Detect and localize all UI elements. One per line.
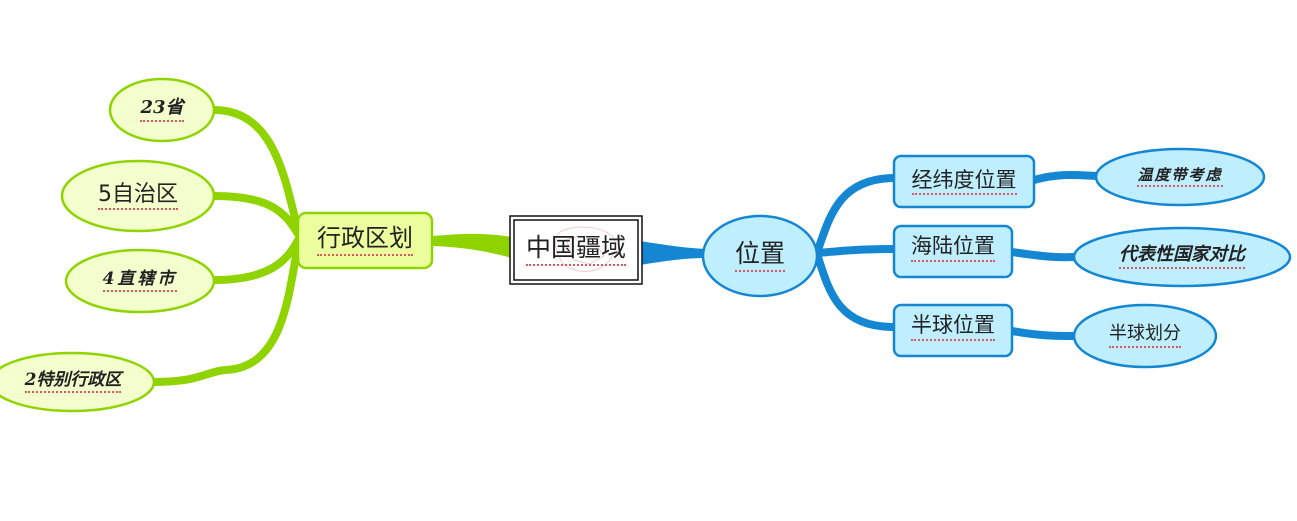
- position-sub-1-label: 经纬度位置: [894, 156, 1034, 207]
- admin-leaf-3-label: 4直辖市: [66, 250, 214, 312]
- admin-leaf-2-label: 5自治区: [62, 161, 214, 231]
- admin-branch-label: 行政区划: [298, 213, 432, 268]
- connector-position-to-sub-1: [814, 174, 899, 254]
- position-sub-2-shape[interactable]: [892, 224, 1014, 279]
- connector-admin-to-leaf-2: [210, 192, 302, 238]
- connector-central-to-admin: [432, 233, 512, 258]
- connector-sub-1-to-leaf: [1030, 170, 1102, 184]
- position-leaf-1-label: 温度带考虑: [1096, 149, 1264, 205]
- connectors: [150, 106, 1102, 386]
- central-topic-label: 中国疆域: [510, 216, 642, 284]
- admin-leaf-4-label: 2特别行政区: [0, 353, 146, 411]
- connector-sub-2-to-leaf: [1008, 248, 1078, 262]
- position-leaf-2-label: 代表性国家对比: [1074, 228, 1290, 286]
- admin-leaf-1-label: 23省: [110, 79, 214, 141]
- connector-position-to-sub-3: [814, 253, 899, 331]
- admin-leaf-2-shape[interactable]: [60, 159, 216, 233]
- connector-central-to-position: [640, 241, 706, 265]
- position-sub-3-label: 半球位置: [894, 305, 1012, 349]
- connector-admin-to-leaf-3: [210, 236, 302, 284]
- position-leaf-3-label: 半球划分: [1074, 305, 1216, 367]
- position-leaf-2-shape[interactable]: [1072, 226, 1292, 288]
- position-leaf-3-shape[interactable]: [1072, 303, 1218, 369]
- position-sub-2-label: 海陆位置: [894, 226, 1012, 270]
- connector-admin-to-leaf-1: [210, 106, 302, 234]
- connector-sub-3-to-leaf: [1008, 327, 1078, 340]
- position-branch-label: 位置: [703, 216, 817, 296]
- connector-position-to-sub-2: [814, 245, 899, 257]
- position-sub-3-shape[interactable]: [892, 303, 1014, 358]
- position-leaf-1-shape[interactable]: [1094, 147, 1266, 207]
- map-watermark-icon: [555, 226, 616, 272]
- nodes: [0, 77, 1292, 413]
- connector-admin-to-leaf-4: [150, 240, 302, 386]
- admin-leaf-4-shape[interactable]: [0, 351, 156, 413]
- position-branch-shape[interactable]: [701, 214, 819, 298]
- admin-leaf-3-shape[interactable]: [64, 248, 216, 314]
- admin-leaf-1-shape[interactable]: [108, 77, 216, 143]
